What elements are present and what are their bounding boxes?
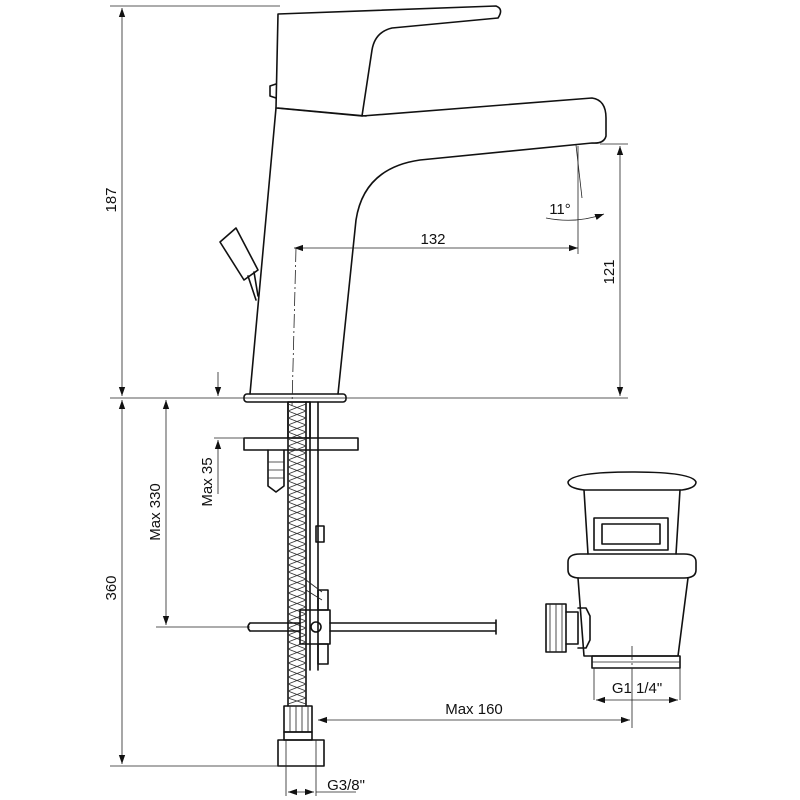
waste-flange (567, 553, 697, 579)
supply-hose (287, 401, 307, 707)
dim-label-11-degrees: 11° (549, 201, 571, 218)
dim-label-max-35: Max 35 (199, 457, 216, 506)
waste-cap (567, 471, 697, 491)
faucet-axis (291, 247, 297, 407)
hose-braid (287, 403, 307, 705)
dim-label-132: 132 (420, 231, 445, 248)
dim-label-360: 360 (103, 575, 120, 600)
waste-plug (593, 517, 669, 551)
fixing-nut (267, 449, 285, 493)
dim-label-g3-8: G3/8" (327, 777, 365, 794)
mounting-plate (243, 437, 359, 451)
dim-label-187: 187 (103, 187, 120, 212)
waste-body (577, 577, 689, 657)
hose-end-nut (277, 739, 325, 767)
dim-label-g1-1-4: G1 1/4" (612, 680, 662, 697)
pop-up-rod-knob (219, 227, 259, 281)
faucet-column (249, 107, 277, 395)
faucet-body (219, 5, 607, 403)
pop-up-rod-tube (309, 401, 319, 671)
dim-label-max-160: Max 160 (445, 701, 503, 718)
dimension-lines (110, 5, 681, 796)
waste-rod-connector (545, 603, 567, 653)
dim-label-121: 121 (601, 259, 618, 284)
pop-up-waste (545, 471, 697, 669)
faucet-spout (337, 97, 607, 395)
lever-knob (269, 83, 277, 99)
faucet-lever (275, 5, 502, 117)
dim-label-max-330: Max 330 (147, 483, 164, 541)
under-counter-assembly (243, 401, 497, 767)
rod-clamp (299, 609, 331, 645)
